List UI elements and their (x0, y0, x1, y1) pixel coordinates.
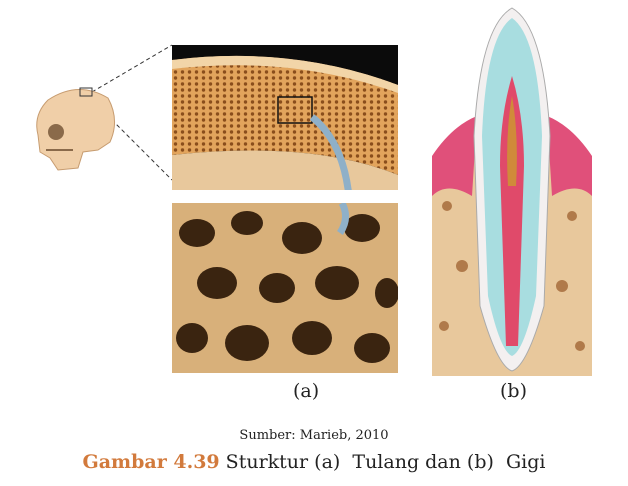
figure-caption: Gambar 4.39 Sturktur (a) Tulang dan (b) … (0, 451, 628, 473)
caption-number: Gambar 4.39 (82, 451, 220, 473)
figure-source: Sumber: Marieb, 2010 (239, 428, 389, 443)
spongy-bone-photo (172, 203, 398, 373)
panel-b-label: (b) (500, 380, 527, 402)
skull-illustration (36, 87, 115, 171)
compact-bone-photo (172, 45, 398, 190)
panel-a-label: (a) (293, 380, 320, 402)
tooth-cross-section (432, 7, 592, 376)
caption-text: Sturktur (a) Tulang dan (b) Gigi (219, 451, 546, 473)
